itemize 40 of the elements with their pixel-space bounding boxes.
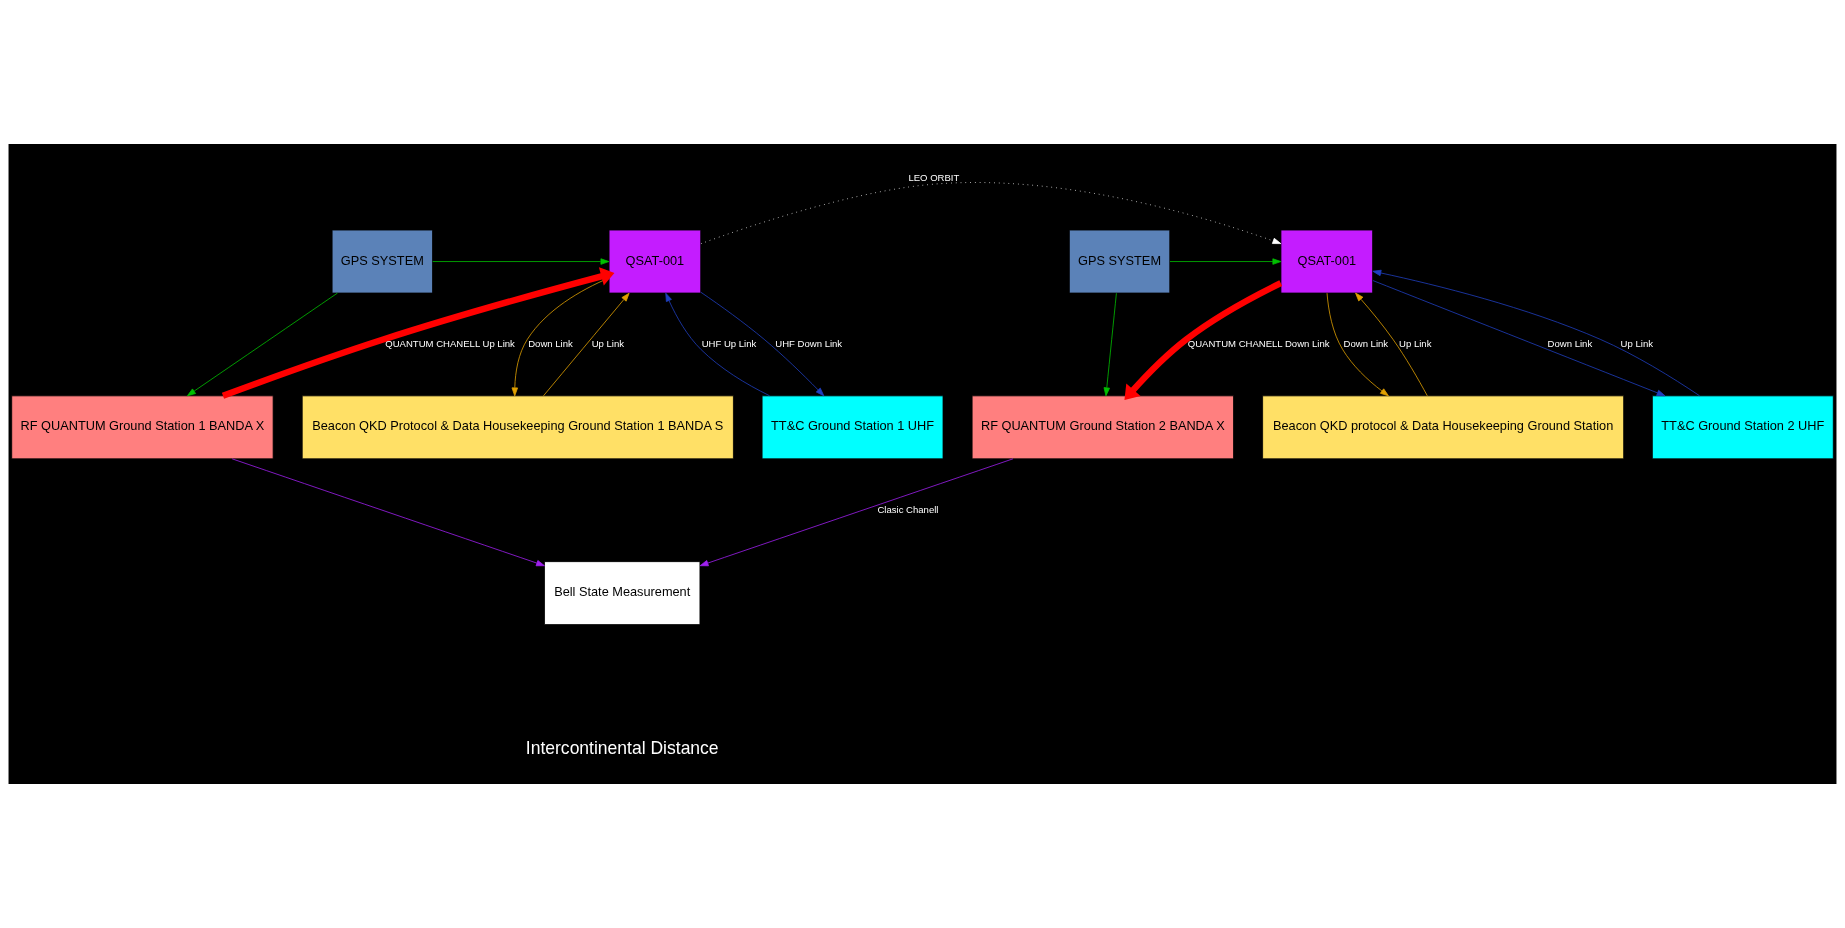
arrow bbox=[1372, 269, 1700, 397]
node-box: RF QUANTUM Ground Station 1 BANDA X bbox=[11, 395, 274, 460]
label: Intercontinental Distance bbox=[525, 737, 719, 758]
arrow bbox=[1355, 292, 1428, 397]
arrow bbox=[1103, 292, 1117, 397]
edge-label: Up Link bbox=[1399, 337, 1432, 349]
arrow bbox=[1372, 280, 1666, 397]
edge-label: Up Link bbox=[1620, 337, 1654, 349]
edge-label: Down Link bbox=[1547, 337, 1593, 349]
edge-label: Up Link bbox=[591, 337, 625, 349]
arrow bbox=[543, 292, 630, 397]
edge-label: Down Link bbox=[528, 337, 573, 349]
arrow bbox=[665, 292, 770, 397]
arrow bbox=[187, 292, 338, 397]
node-box: QSAT-001 bbox=[1280, 229, 1373, 294]
edge-label: Down Link bbox=[1343, 337, 1389, 349]
node-box: Bell State Measurement bbox=[544, 561, 701, 625]
edge-label: UHF Up Link bbox=[701, 337, 757, 349]
arrow bbox=[1169, 258, 1282, 265]
node-box: TT&C Ground Station 1 UHF bbox=[761, 395, 944, 460]
arrow bbox=[221, 267, 615, 399]
arrow bbox=[700, 291, 825, 397]
edge-label: QUANTUM CHANELL Up Link bbox=[385, 337, 515, 349]
arrow bbox=[699, 458, 1014, 567]
node-box: Beacon QKD protocol & Data Housekeeping Ground Station bbox=[1262, 395, 1625, 460]
arrow bbox=[231, 458, 545, 567]
node-box: RF QUANTUM Ground Station 2 BANDA X bbox=[971, 395, 1234, 460]
node-box: GPS SYSTEM bbox=[331, 229, 433, 294]
edge-label: UHF Down Link bbox=[775, 337, 843, 349]
edge-label: LEO ORBIT bbox=[908, 172, 960, 184]
arrow bbox=[1124, 280, 1283, 400]
arrow bbox=[1326, 292, 1389, 397]
arrow bbox=[700, 182, 1282, 245]
node-box: GPS SYSTEM bbox=[1068, 229, 1171, 294]
edge-label: QUANTUM CHANELL Down Link bbox=[1187, 337, 1330, 349]
node-box: TT&C Ground Station 2 UHF bbox=[1651, 395, 1834, 460]
edge-label: Clasic Chanell bbox=[877, 503, 939, 515]
node-box: Beacon QKD Protocol & Data Housekeeping Ground Station 1 BANDA S bbox=[301, 395, 734, 460]
node-box: QSAT-001 bbox=[608, 229, 702, 294]
arrow bbox=[432, 258, 610, 265]
